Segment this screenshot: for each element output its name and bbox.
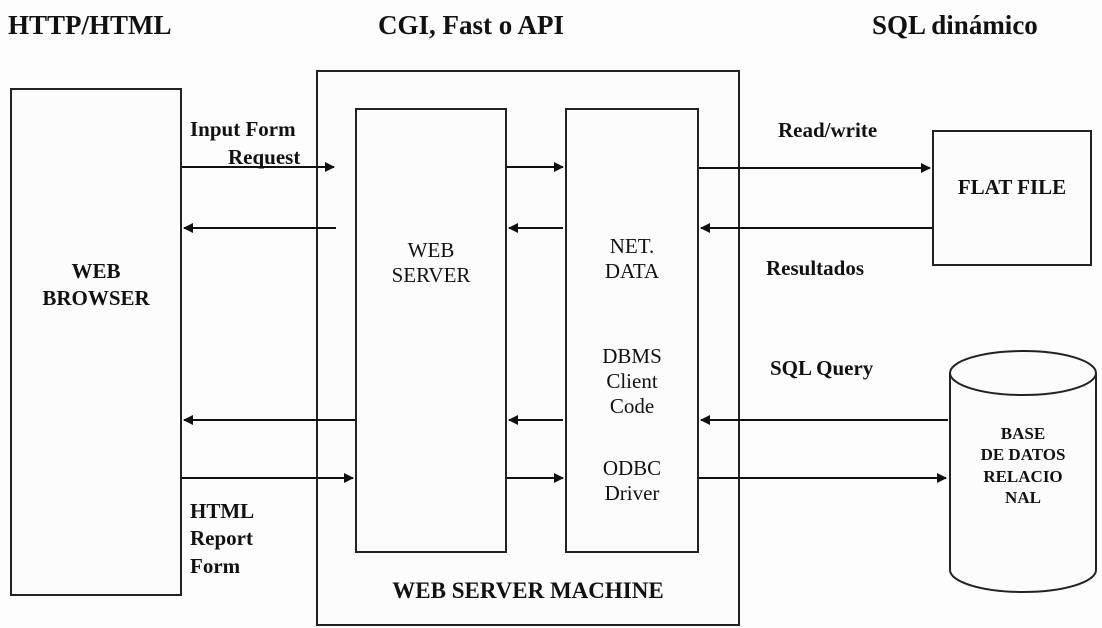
edge-label-form: Form: [190, 553, 241, 578]
dbms-label-line2: Client: [606, 369, 658, 394]
web-browser-label: WEB BROWSER: [10, 258, 182, 313]
web-server-machine-label: WEB SERVER MACHINE: [392, 578, 664, 603]
web-browser-label-line2: BROWSER: [42, 286, 150, 311]
web-server-box: [355, 108, 507, 553]
flat-file-label: FLAT FILE: [957, 175, 1067, 199]
database-label-line3: RELACIO: [983, 466, 1063, 486]
web-browser-box: [10, 88, 182, 596]
edge-label-html-report-form: HTML Report Form: [190, 498, 254, 580]
web-server-label-line2: SERVER: [391, 263, 471, 288]
edge-label-sql-query: SQL Query: [770, 356, 874, 380]
database-label-line4: NAL: [1005, 487, 1041, 507]
database-label: BASE DE DATOS RELACIO NAL: [950, 423, 1096, 508]
edge-label-resultados: Resultados: [766, 256, 865, 280]
database-cylinder: [949, 350, 1097, 593]
odbc-label-line1: ODBC: [602, 456, 662, 480]
header-http-html: HTTP/HTML: [8, 10, 172, 40]
net-data-box: [565, 108, 699, 553]
net-data-label: NET. DATA: [565, 234, 699, 284]
web-server-label-line1: WEB: [407, 238, 455, 262]
net-data-label-line2: DATA: [604, 259, 660, 284]
odbc-label-line2: Driver: [604, 481, 660, 506]
net-data-label-line1: NET.: [609, 234, 655, 258]
web-browser-label-line1: WEB: [71, 259, 121, 283]
header-cgi-api: CGI, Fast o API: [378, 10, 565, 40]
dbms-client-code-label: DBMS Client Code: [565, 344, 699, 420]
dbms-label-line3: Code: [609, 394, 655, 419]
database-label-line2: DE DATOS: [980, 445, 1066, 465]
flat-file-box: [932, 130, 1092, 266]
edge-label-report: Report: [190, 526, 253, 551]
dbms-label-line1: DBMS: [602, 344, 662, 368]
odbc-driver-label: ODBC Driver: [565, 456, 699, 506]
database-label-line1: BASE: [1000, 424, 1046, 443]
edge-label-input-form: Input Form: [190, 117, 296, 141]
edge-label-request: Request: [228, 145, 301, 169]
header-sql-dinamico: SQL dinámico: [872, 10, 1038, 40]
edge-label-read-write: Read/write: [778, 118, 878, 142]
web-server-label: WEB SERVER: [355, 238, 507, 288]
edge-label-html: HTML: [190, 499, 255, 523]
